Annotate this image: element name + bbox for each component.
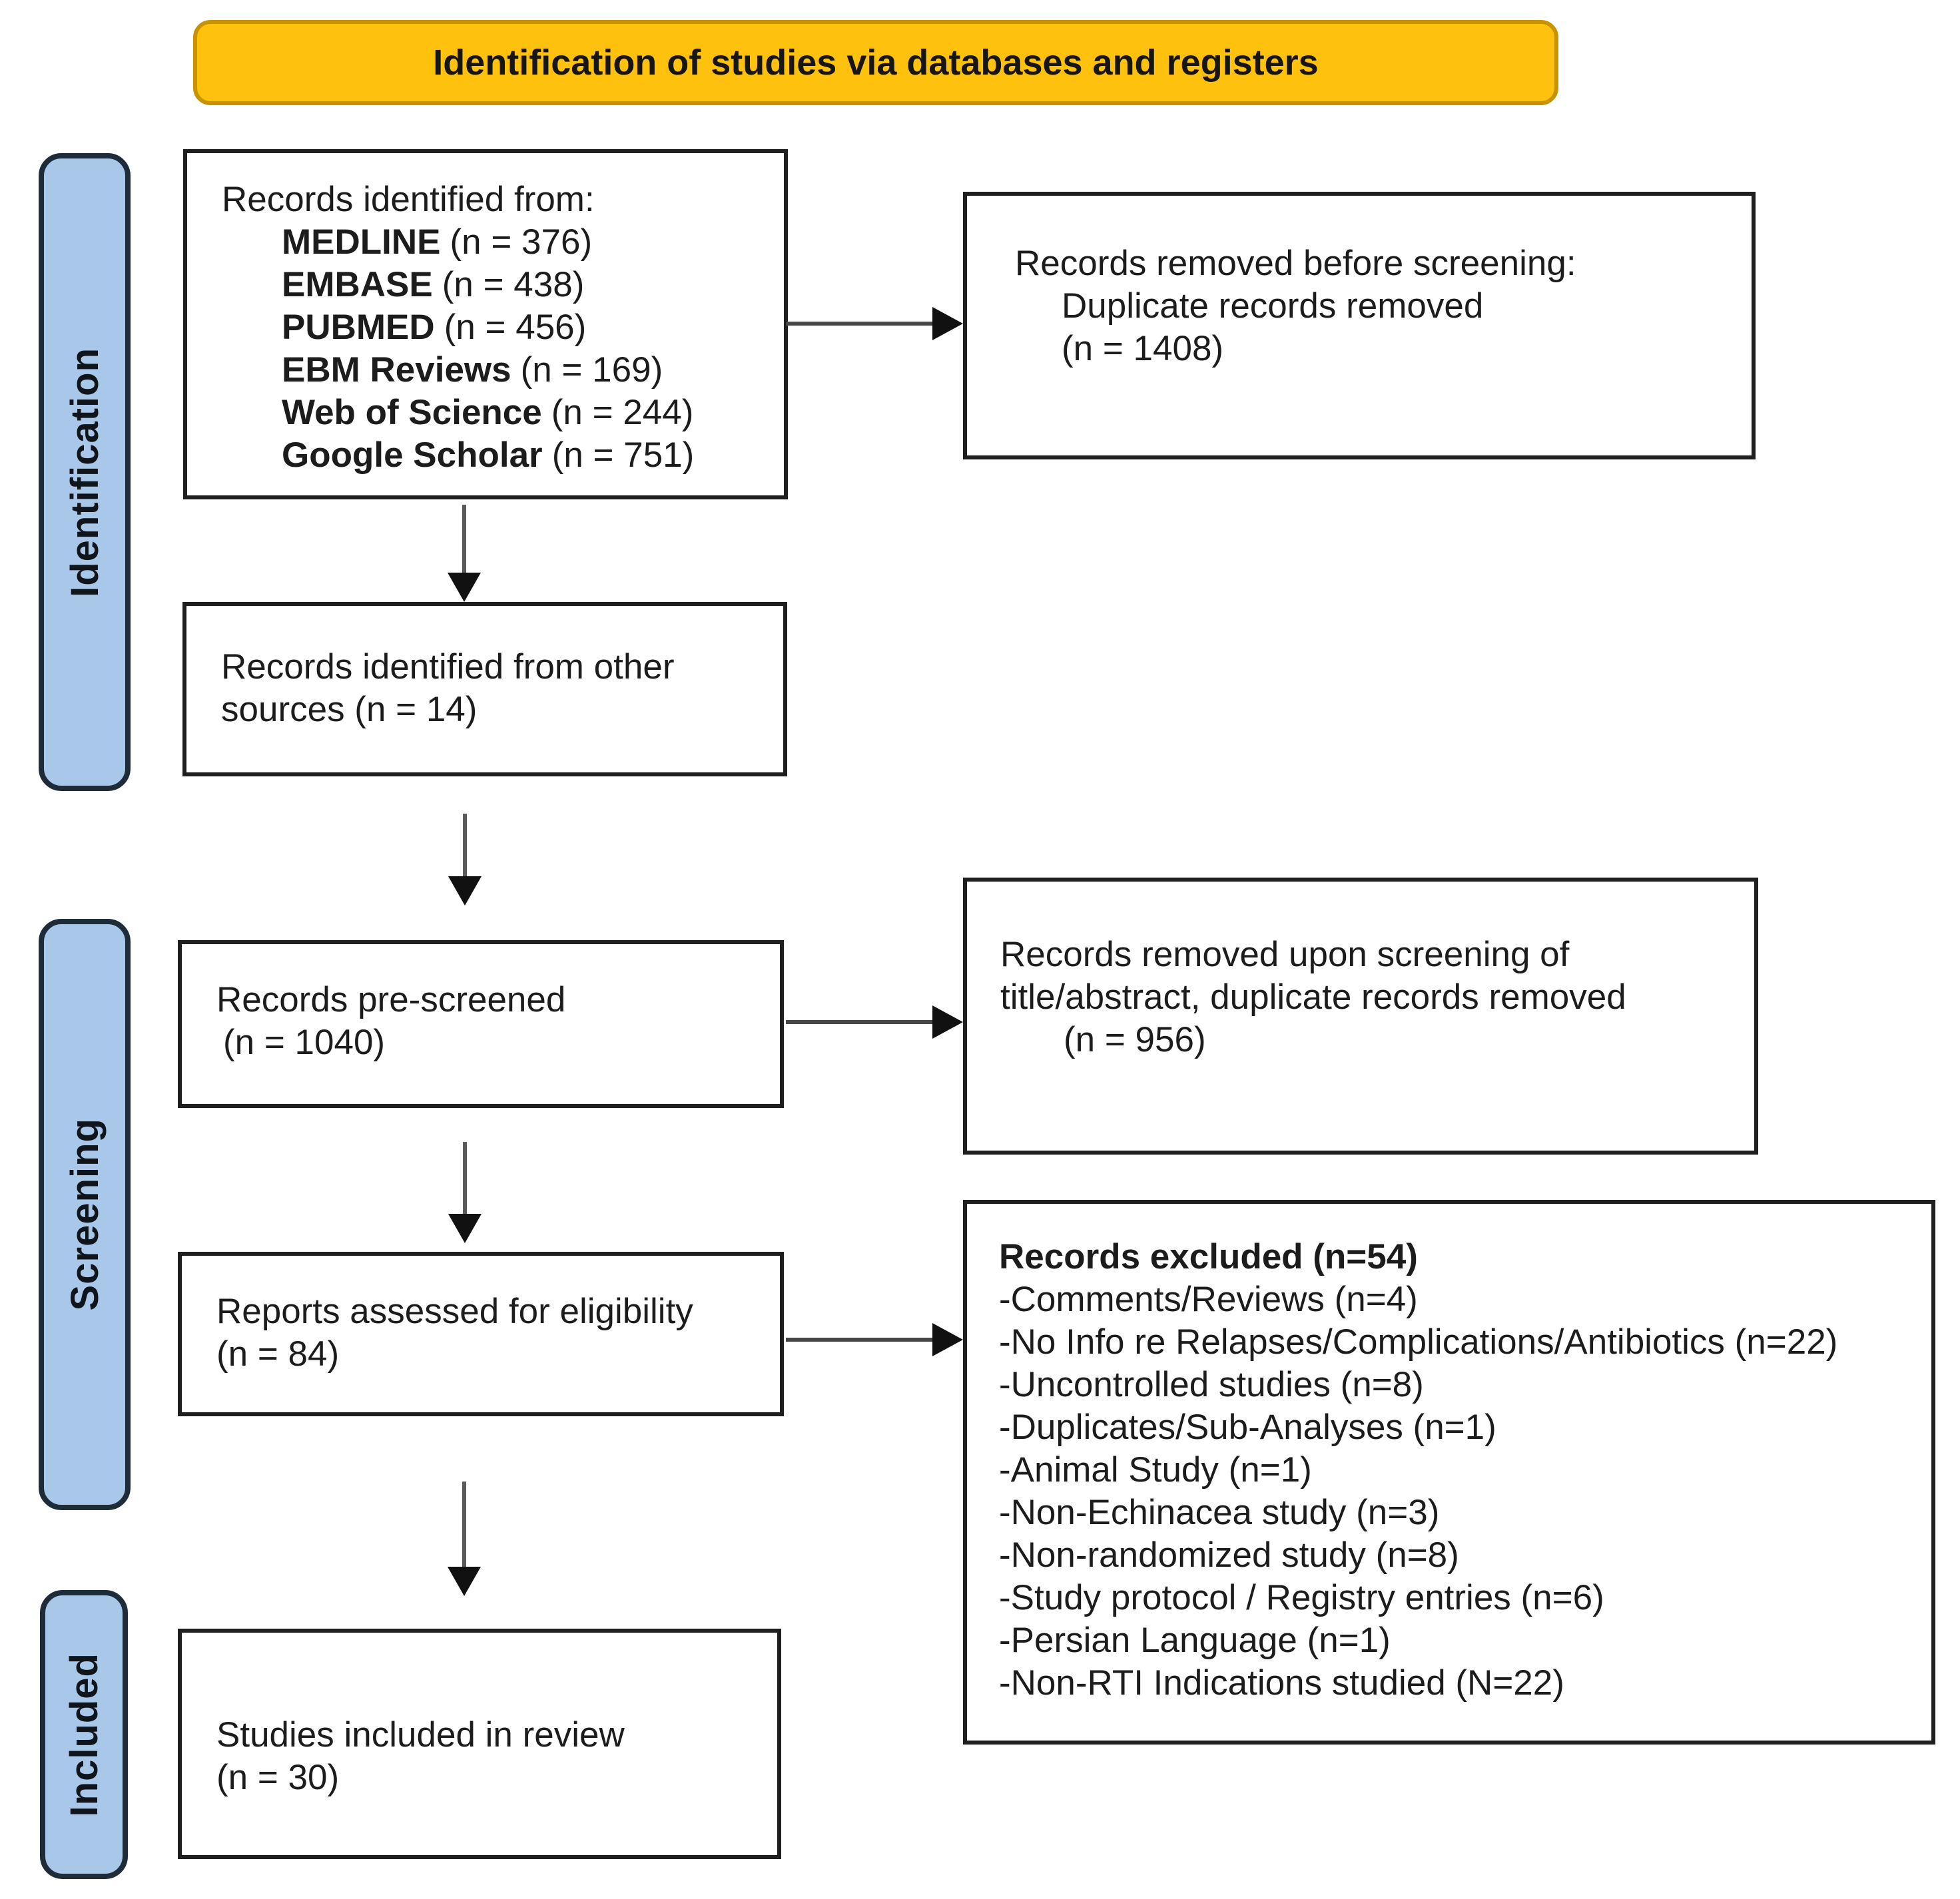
box-assessed-eligibility: Reports assessed for eligibility (n = 84… [178, 1252, 784, 1416]
arrow-other-sources-to-prescreened-head [448, 876, 482, 906]
arrow-assessed-to-included-line [462, 1482, 466, 1568]
removed-upon-screening-line2: title/abstract, duplicate records remove… [1000, 977, 1626, 1017]
excluded-item: -Uncontrolled studies (n=8) [999, 1365, 1424, 1404]
assessed-eligibility-line2: (n = 84) [216, 1334, 340, 1374]
box-pre-screened: Records pre-screened (n = 1040) [178, 940, 784, 1108]
records-identified-intro: Records identified from: [222, 180, 595, 219]
arrow-assessed-to-included-head [448, 1567, 481, 1596]
source-web-of-science: Web of Science(n = 244) [282, 393, 694, 432]
arrow-identified-to-other-sources-line [462, 505, 466, 575]
pre-screened-line2: (n = 1040) [223, 1023, 386, 1062]
stage-label-screening: Screening [39, 919, 131, 1510]
other-sources-line1: Records identified from other [221, 647, 675, 686]
excluded-item: -No Info re Relapses/Complications/Antib… [999, 1322, 1838, 1362]
arrow-identified-to-other-sources-head [448, 573, 481, 602]
excluded-item: -Non-RTI Indications studied (N=22) [999, 1663, 1564, 1703]
arrow-assessed-to-excluded-line [786, 1338, 934, 1342]
arrow-prescreened-to-removed-head [932, 1005, 963, 1039]
excluded-item: -Persian Language (n=1) [999, 1621, 1391, 1660]
arrow-prescreened-to-removed-line [786, 1020, 934, 1024]
arrow-identified-to-removed-head [932, 307, 963, 340]
excluded-item: -Non-Echinacea study (n=3) [999, 1493, 1440, 1532]
excluded-item: -Study protocol / Registry entries (n=6) [999, 1578, 1604, 1617]
arrow-assessed-to-excluded-head [932, 1323, 963, 1356]
excluded-item: -Comments/Reviews (n=4) [999, 1280, 1418, 1319]
studies-included-line1: Studies included in review [216, 1715, 625, 1755]
box-records-identified: Records identified from: MEDLINE(n = 376… [183, 149, 788, 499]
box-removed-upon-screening: Records removed upon screening of title/… [963, 878, 1758, 1155]
excluded-header: Records excluded (n=54) [999, 1237, 1418, 1276]
source-embase: EMBASE(n = 438) [282, 265, 585, 304]
excluded-item: -Animal Study (n=1) [999, 1450, 1312, 1490]
excluded-item: -Non-randomized study (n=8) [999, 1535, 1459, 1575]
box-other-sources: Records identified from other sources (n… [182, 602, 787, 776]
stage-label-identification: Identification [39, 153, 131, 791]
source-ebm-reviews: EBM Reviews(n = 169) [282, 350, 663, 390]
source-medline: MEDLINE(n = 376) [282, 222, 593, 262]
stage-label-included: Included [40, 1590, 128, 1879]
assessed-eligibility-line1: Reports assessed for eligibility [216, 1292, 693, 1331]
removed-before-screening-line1: Records removed before screening: [1015, 244, 1576, 283]
banner-title: Identification of studies via databases … [433, 43, 1319, 83]
box-studies-included: Studies included in review (n = 30) [178, 1629, 781, 1859]
stage-label-screening-text: Screening [63, 1118, 107, 1311]
removed-upon-screening-line1: Records removed upon screening of [1000, 935, 1570, 974]
banner: Identification of studies via databases … [193, 20, 1558, 105]
arrow-identified-to-removed-line [786, 322, 934, 326]
box-removed-before-screening: Records removed before screening: Duplic… [963, 192, 1756, 459]
arrow-prescreened-to-assessed-line [463, 1142, 467, 1215]
stage-label-included-text: Included [62, 1652, 106, 1817]
removed-before-screening-line2: Duplicate records removed [1062, 286, 1484, 326]
arrow-other-sources-to-prescreened-line [463, 814, 467, 878]
studies-included-line2: (n = 30) [216, 1758, 340, 1797]
other-sources-line2: sources (n = 14) [221, 690, 478, 729]
box-records-excluded: Records excluded (n=54) -Comments/Review… [963, 1200, 1935, 1745]
removed-upon-screening-line3: (n = 956) [1064, 1020, 1206, 1059]
source-pubmed: PUBMED(n = 456) [282, 308, 587, 347]
source-google-scholar: Google Scholar(n = 751) [282, 435, 695, 475]
pre-screened-line1: Records pre-screened [216, 980, 566, 1019]
excluded-item: -Duplicates/Sub-Analyses (n=1) [999, 1408, 1496, 1447]
arrow-prescreened-to-assessed-head [448, 1214, 482, 1243]
stage-label-identification-text: Identification [63, 347, 107, 597]
removed-before-screening-line3: (n = 1408) [1062, 329, 1224, 368]
